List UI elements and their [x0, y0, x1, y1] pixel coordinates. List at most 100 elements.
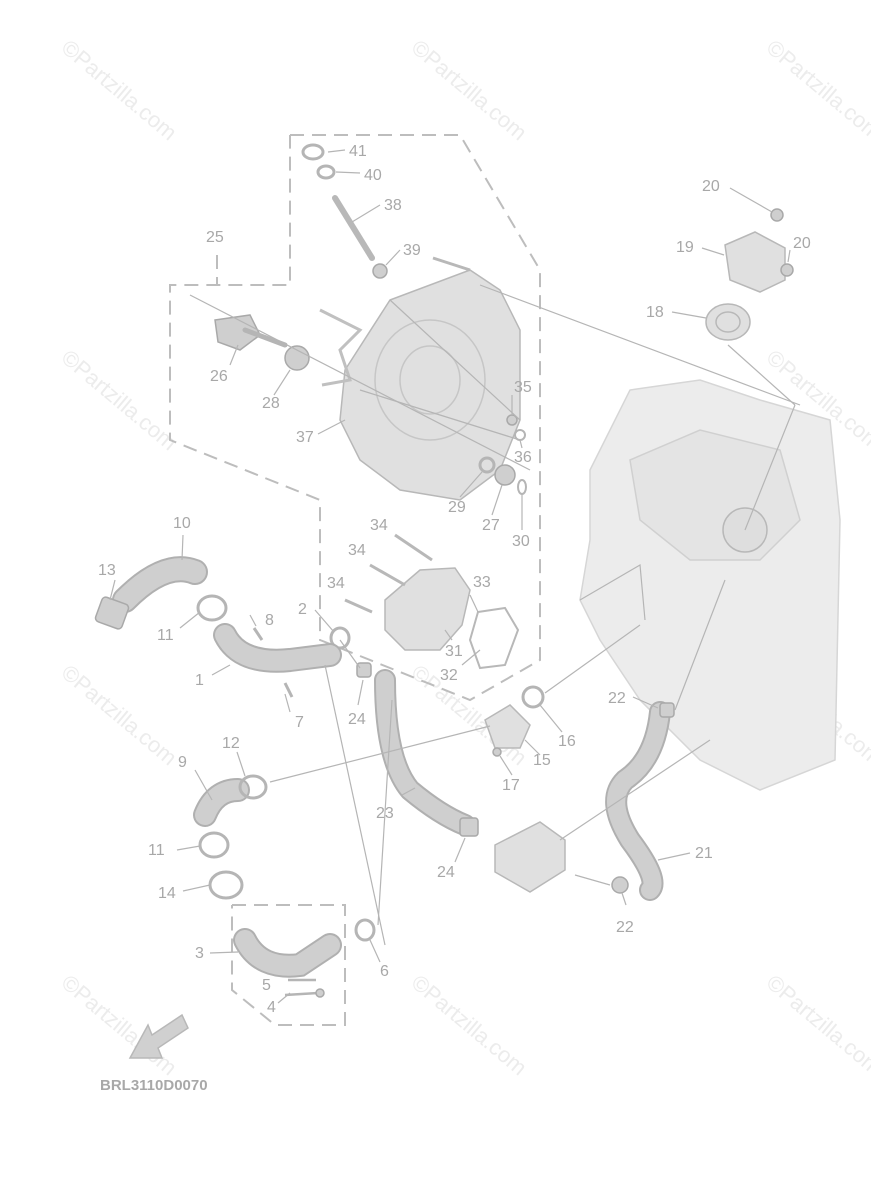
callout-9: 9 — [178, 754, 187, 771]
hose-10 — [114, 558, 206, 611]
ring-30 — [517, 479, 527, 495]
callout-33: 33 — [473, 574, 491, 591]
seal-39 — [372, 263, 388, 279]
seal-28 — [284, 345, 310, 371]
bolt-17 — [492, 747, 502, 757]
callout-13: 13 — [98, 562, 116, 579]
callout-34: 34 — [348, 542, 366, 559]
callout-12: 12 — [222, 735, 240, 752]
clutch-cover-group — [214, 143, 527, 501]
callout-34: 34 — [370, 517, 388, 534]
callout-23: 23 — [376, 805, 394, 822]
callout-2: 2 — [298, 601, 307, 618]
clutch-cover — [339, 269, 521, 501]
callout-25: 25 — [206, 229, 224, 246]
fitting-22 — [611, 876, 629, 894]
ring-2 — [329, 626, 351, 650]
callout-11: 11 — [148, 842, 165, 859]
bolt-20 — [780, 263, 794, 277]
oil-cooler — [494, 821, 566, 893]
clamp-11 — [196, 594, 228, 622]
callout-39: 39 — [403, 242, 421, 259]
clamp-11 — [198, 831, 230, 859]
callout-26: 26 — [210, 368, 228, 385]
fitting-24 — [459, 817, 479, 837]
callout-24: 24 — [437, 864, 455, 881]
hose-21 — [607, 703, 669, 899]
callout-14: 14 — [158, 885, 176, 902]
hoses — [94, 556, 671, 978]
callout-40: 40 — [364, 167, 382, 184]
watermark: ©Partzilla.com — [57, 970, 182, 1081]
callout-6: 6 — [380, 963, 389, 980]
watermark: ©Partzilla.com — [57, 35, 182, 146]
callout-32: 32 — [440, 667, 458, 684]
pipe-assembly-outline — [231, 904, 346, 1026]
callout-31: 31 — [445, 643, 463, 660]
water-pump-housing — [384, 567, 471, 651]
assembly-outlines — [169, 134, 541, 1026]
callout-5: 5 — [262, 977, 271, 994]
ring-29 — [478, 456, 496, 474]
fitting-24 — [356, 662, 372, 678]
watermark: ©Partzilla.com — [407, 35, 532, 146]
callout-19: 19 — [676, 239, 694, 256]
callout-16: 16 — [558, 733, 576, 750]
engine-block — [579, 379, 841, 791]
callout-36: 38 — [384, 197, 402, 214]
fitting-22 — [659, 702, 675, 718]
ring-16 — [521, 685, 545, 709]
callout-3: 3 — [195, 945, 204, 962]
ring-41 — [301, 143, 325, 161]
watermark: ©Partzilla.com — [57, 345, 182, 456]
hose-9 — [195, 780, 248, 825]
bolt-20 — [770, 208, 784, 222]
seal-18 — [705, 303, 751, 341]
clamp-14 — [208, 870, 244, 900]
callout-18: 18 — [646, 304, 664, 321]
pipe-3 — [235, 930, 340, 976]
callout-29: 29 — [448, 499, 466, 516]
callout-10: 10 — [173, 515, 191, 532]
diagram-code: BRL3110D0070 — [100, 1077, 208, 1094]
callout-7: 7 — [295, 714, 304, 731]
watermark: ©Partzilla.com — [57, 660, 182, 771]
pipe-1 — [215, 625, 340, 671]
callout-27: 27 — [482, 517, 500, 534]
ring-40 — [316, 164, 336, 180]
callout-15: 15 — [533, 752, 551, 769]
callout-28: 28 — [262, 395, 280, 412]
impeller — [214, 314, 261, 351]
hose-23 — [376, 671, 474, 834]
watermark: ©Partzilla.com — [407, 970, 532, 1081]
callout-37: 35 — [514, 379, 532, 396]
clamp-12 — [238, 774, 268, 800]
callout-24: 24 — [348, 711, 366, 728]
small-parts — [208, 208, 794, 998]
front-arrow-icon — [128, 1013, 189, 1059]
callout-35: 37 — [296, 429, 314, 446]
seal-27 — [494, 464, 516, 486]
callout-41: 41 — [349, 143, 367, 160]
thermostat-housing-15 — [484, 704, 531, 749]
clamp-13 — [94, 596, 130, 630]
callout-22: 22 — [616, 919, 634, 936]
water-pump-group — [329, 533, 520, 670]
callout-1: 1 — [195, 672, 204, 689]
callout-20: 20 — [702, 178, 720, 195]
callout-38: 36 — [514, 449, 532, 466]
callout-20: 20 — [793, 235, 811, 252]
callout-34: 34 — [327, 575, 345, 592]
callout-8: 8 — [265, 612, 274, 629]
ring-6 — [354, 918, 376, 942]
callout-4: 4 — [267, 999, 276, 1016]
callout-11: 11 — [157, 627, 174, 644]
cap-19 — [724, 231, 786, 293]
cover-assembly-outline — [169, 134, 541, 702]
callout-21: 21 — [695, 845, 713, 862]
nut-4 — [315, 988, 325, 998]
callout-30: 30 — [512, 533, 530, 550]
leader-lines — [109, 149, 801, 1004]
callouts: 41 40 38 39 25 26 28 37 35 36 29 27 30 3… — [98, 143, 811, 1016]
